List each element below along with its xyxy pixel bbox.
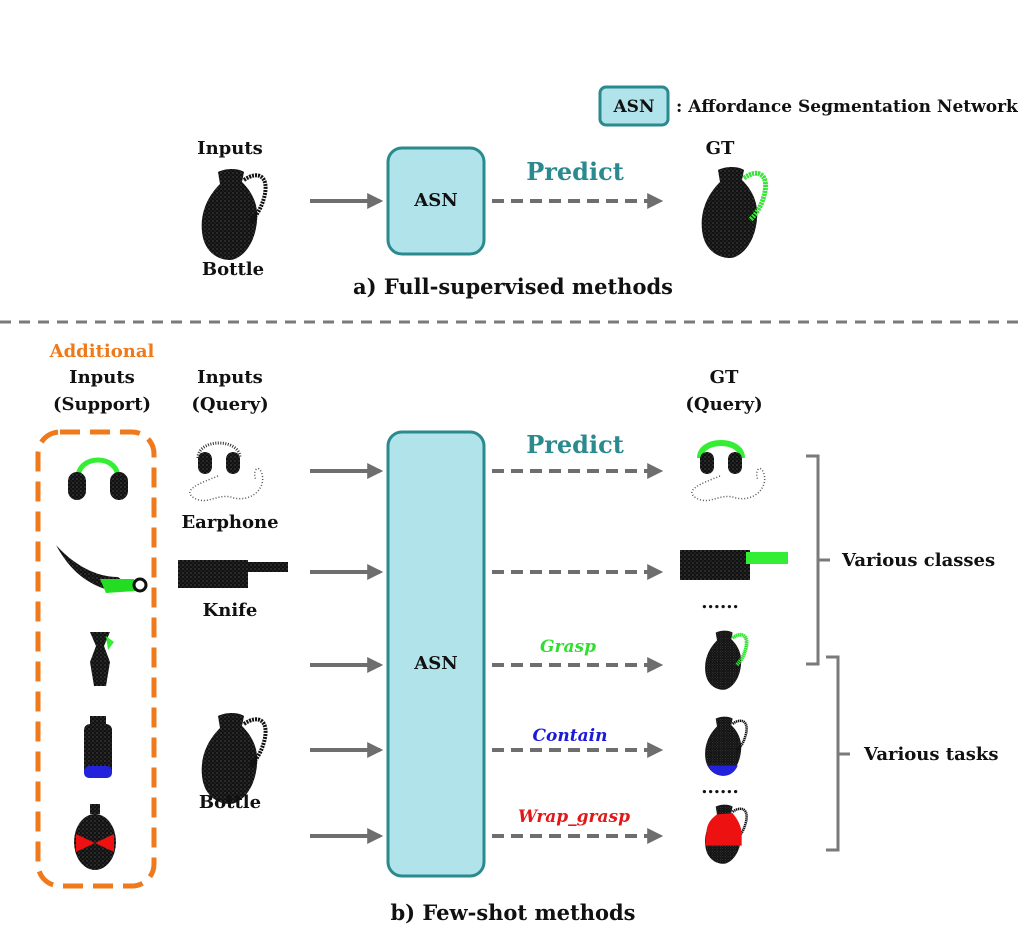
section-a-gt-label: GT [706,138,735,159]
gt-bottle-wrap-grasp-icon [703,803,748,866]
legend: ASN : Affordance Segmentation Network [598,85,1019,127]
section-b: Additional Inputs (Support) Inputs (Quer… [35,341,999,925]
bracket-tasks-label: Various tasks [863,744,999,765]
support-knife-icon [56,545,148,593]
section-a: Inputs Bottle ASN Predict GT a) Full-sup… [197,138,768,299]
legend-asn-box [598,85,670,127]
section-a-asn-box [386,146,486,256]
gt-earphone-icon [691,440,766,502]
bottle-gt-icon [699,165,768,260]
support-header-line2: (Support) [53,394,151,415]
section-b-predict-label: Predict [526,430,624,459]
bracket-various-tasks [826,655,850,852]
query-knife-icon [178,560,288,588]
section-a-predict-label: Predict [526,157,624,186]
gt-header-line2: (Query) [685,394,762,415]
section-a-caption: a) Full-supervised methods [353,274,673,299]
gt-knife-icon [680,550,788,580]
support-header-line1: Inputs [69,367,135,388]
support-vase-icon [90,632,114,686]
section-a-input-name: Bottle [202,259,264,280]
support-earphone-icon [68,457,128,500]
support-round-bottle-icon [74,804,116,870]
section-b-caption: b) Few-shot methods [390,900,635,925]
query-name-earphone: Earphone [181,512,278,533]
support-set-box [35,429,157,889]
legend-asn-label: ASN [612,97,654,117]
task-label-grasp: Grasp [540,637,596,657]
ellipsis-tasks: ...... [701,777,739,798]
query-earphone-icon [189,441,264,502]
section-b-asn-box [386,430,486,878]
section-b-asn-label: ASN [413,653,457,674]
bracket-various-classes [806,454,830,666]
gt-bottle-grasp-icon [703,629,749,692]
task-label-contain: Contain [533,726,608,746]
gt-header-line1: GT [710,367,739,388]
section-a-inputs-label: Inputs [197,138,263,159]
support-jar-icon [84,716,112,778]
query-name-bottle: Bottle [199,792,261,813]
section-a-asn-label: ASN [413,190,457,211]
query-name-knife: Knife [203,600,258,621]
query-header-line1: Inputs [197,367,263,388]
bottle-icon [199,167,268,262]
gt-bottle-contain-icon [703,715,748,778]
ellipsis-classes: ...... [701,592,739,613]
bracket-classes-label: Various classes [841,550,995,571]
additional-label: Additional [49,341,155,362]
task-label-wrap-grasp: Wrap_grasp [518,807,630,827]
query-header-line2: (Query) [191,394,268,415]
legend-description: : Affordance Segmentation Network [676,97,1019,117]
query-bottle-icon [199,711,268,806]
